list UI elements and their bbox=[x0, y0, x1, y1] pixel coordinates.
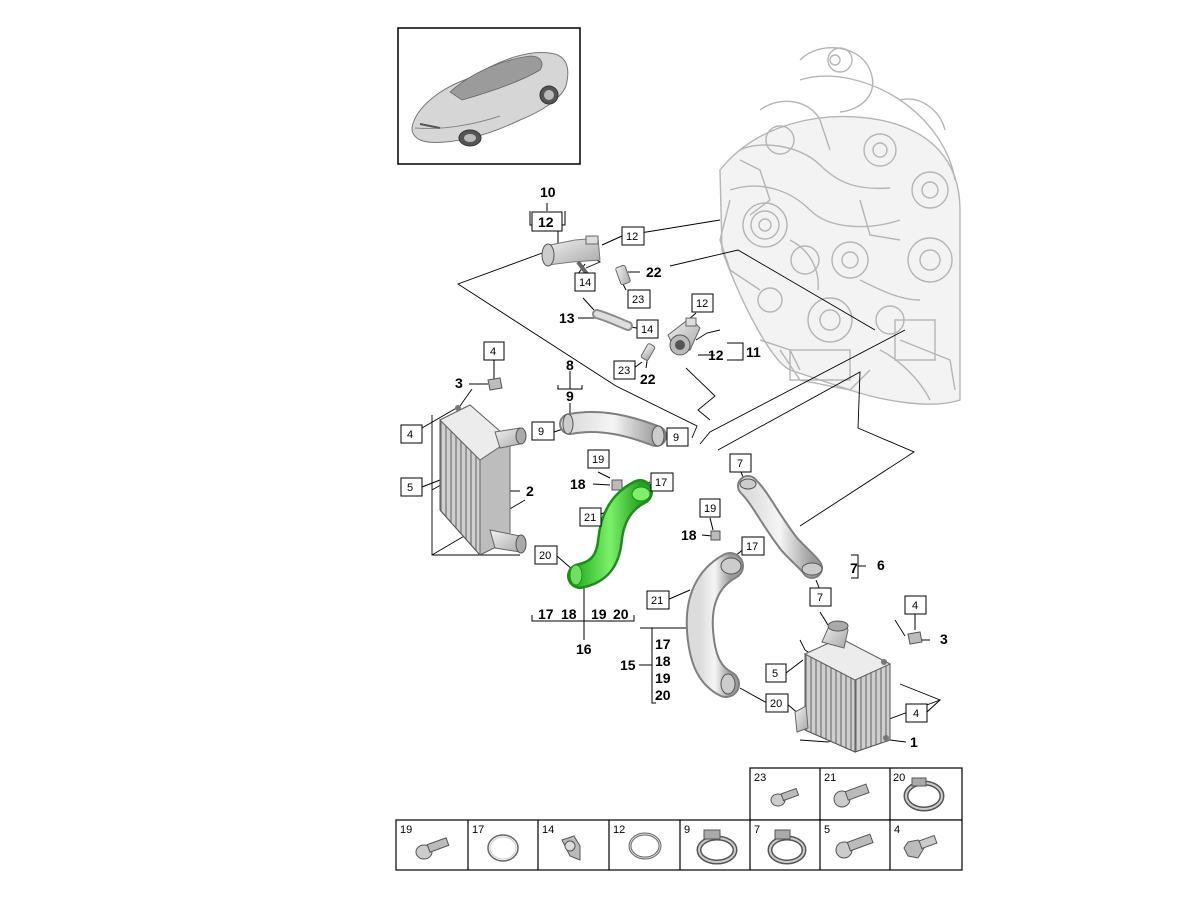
pressure-connector-11 bbox=[667, 317, 701, 356]
screw-19-icon bbox=[415, 837, 450, 860]
callout-20-box-right: 20 bbox=[770, 698, 782, 710]
callout-lines bbox=[421, 203, 941, 743]
screw-23-icon bbox=[770, 787, 800, 807]
table-cell-17: 17 bbox=[472, 824, 484, 836]
callout-10: 10 bbox=[540, 184, 556, 200]
callout-9-box-right: 9 bbox=[673, 432, 679, 444]
sensor-22-top bbox=[615, 264, 631, 286]
callout-19-box-left: 19 bbox=[592, 454, 604, 466]
callout-17-box-left: 17 bbox=[655, 477, 667, 489]
callout-14-box-mid: 14 bbox=[641, 324, 653, 336]
callout-18-left: 18 bbox=[570, 476, 586, 492]
callout-23-box-top: 23 bbox=[632, 294, 644, 306]
callout-21-box-left: 21 bbox=[584, 512, 596, 524]
callout-1: 1 bbox=[910, 734, 918, 750]
callout-18-right: 18 bbox=[681, 527, 697, 543]
callout-4-box-left-top: 4 bbox=[490, 346, 496, 358]
callout-7-box-top: 7 bbox=[737, 458, 743, 470]
screw-18-right bbox=[710, 530, 721, 541]
callout-15-group-19: 19 bbox=[655, 670, 671, 686]
charge-pipe-6 bbox=[737, 475, 823, 579]
table-cell-19: 19 bbox=[400, 824, 412, 836]
charge-pipe-8 bbox=[559, 410, 667, 447]
pressure-connector-10 bbox=[541, 235, 601, 280]
table-cell-20: 20 bbox=[893, 772, 905, 784]
callout-7-box-bottom: 7 bbox=[817, 592, 823, 604]
callout-14-box-top: 14 bbox=[579, 277, 591, 289]
vehicle-thumbnail bbox=[397, 27, 581, 165]
callout-15: 15 bbox=[620, 657, 636, 673]
callout-4-box-left: 4 bbox=[407, 429, 413, 441]
callout-16-group-18: 18 bbox=[561, 606, 577, 622]
screw-18-left bbox=[611, 479, 623, 491]
table-cell-5: 5 bbox=[824, 824, 830, 836]
callout-2: 2 bbox=[526, 483, 534, 499]
callout-19-box-right: 19 bbox=[704, 503, 716, 515]
callout-22-top: 22 bbox=[646, 264, 662, 280]
charge-pipe-15 bbox=[685, 552, 744, 698]
clamp-7-icon bbox=[767, 829, 807, 865]
callout-7-bold: 7 bbox=[850, 560, 858, 576]
screw-3-right bbox=[907, 631, 923, 645]
table-cell-23: 23 bbox=[754, 772, 766, 784]
sensor-22-bottom bbox=[640, 343, 656, 361]
leader-lines bbox=[431, 219, 942, 743]
callout-16-group-19: 19 bbox=[591, 606, 607, 622]
callout-13: 13 bbox=[559, 310, 575, 326]
callout-16-group-17: 17 bbox=[538, 606, 554, 622]
callout-16: 16 bbox=[576, 641, 592, 657]
charge-pipe-16-highlighted bbox=[567, 479, 653, 589]
screw-3-left bbox=[487, 377, 503, 391]
callout-11: 11 bbox=[746, 344, 761, 360]
callout-15-group-20: 20 bbox=[655, 687, 671, 703]
clamp-20-icon bbox=[903, 777, 945, 812]
callout-9-box-left: 9 bbox=[538, 426, 544, 438]
callout-22-bottom: 22 bbox=[640, 371, 656, 387]
table-cell-9: 9 bbox=[684, 824, 690, 836]
clip-14-icon bbox=[561, 835, 581, 861]
clamp-9-icon bbox=[696, 829, 738, 865]
callout-23-box-bottom: 23 bbox=[618, 365, 630, 377]
bolt-5-icon bbox=[835, 833, 874, 859]
table-cell-12: 12 bbox=[613, 824, 625, 836]
table-cell-7: 7 bbox=[754, 824, 760, 836]
seal-ring-17-icon bbox=[487, 834, 519, 862]
callout-3-left: 3 bbox=[455, 375, 463, 391]
callout-12-right: 12 bbox=[708, 347, 724, 363]
callout-17-box-right: 17 bbox=[746, 541, 758, 553]
callout-labels: 10 12 12 14 22 23 13 14 12 12 11 23 22 8… bbox=[400, 184, 948, 750]
intercooler-right bbox=[794, 620, 892, 753]
seal-ring-12-icon bbox=[628, 832, 662, 860]
table-cell-21: 21 bbox=[824, 772, 836, 784]
intercooler-left bbox=[439, 404, 527, 557]
callout-16-group-20: 20 bbox=[613, 606, 629, 622]
bolt-21-icon bbox=[833, 783, 870, 808]
callout-12-bold: 12 bbox=[538, 214, 554, 230]
callout-12-box-mid: 12 bbox=[696, 298, 708, 310]
callout-5-box-left: 5 bbox=[407, 482, 413, 494]
callout-6: 6 bbox=[877, 557, 885, 573]
table-cell-14: 14 bbox=[542, 824, 554, 836]
callout-12-box-top: 12 bbox=[626, 231, 638, 243]
callout-20-box-left: 20 bbox=[539, 550, 551, 562]
callout-4-box-right-top: 4 bbox=[912, 600, 918, 612]
callout-5-box-right: 5 bbox=[772, 668, 778, 680]
table-cell-4: 4 bbox=[894, 824, 900, 836]
callout-9-bold: 9 bbox=[566, 388, 574, 404]
callout-4-box-right: 4 bbox=[913, 708, 919, 720]
bolt-4-icon bbox=[903, 834, 938, 859]
callout-21-box-right: 21 bbox=[651, 595, 663, 607]
callout-8: 8 bbox=[566, 357, 574, 373]
small-parts-table: 23 21 20 19 17 14 12 9 7 5 4 bbox=[395, 767, 963, 871]
hose-13 bbox=[592, 309, 633, 331]
callout-15-group-17: 17 bbox=[655, 636, 671, 652]
callout-3-right: 3 bbox=[940, 631, 948, 647]
callout-15-group-18: 18 bbox=[655, 653, 671, 669]
